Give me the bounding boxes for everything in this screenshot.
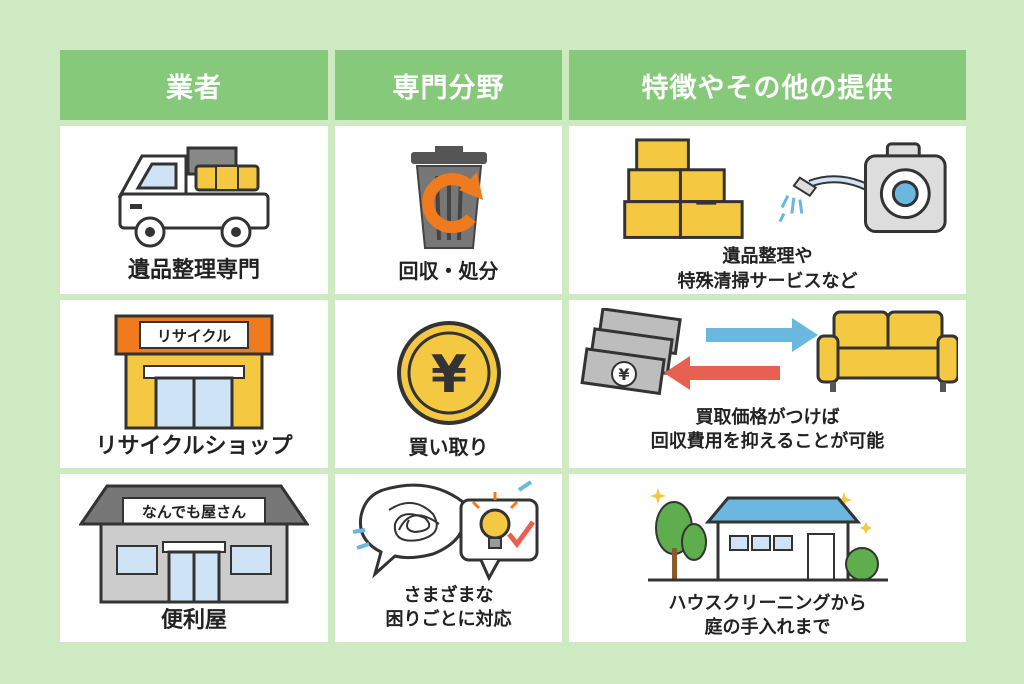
feature-line2: 特殊清掃サービスなど xyxy=(677,270,858,292)
shop-icon: リサイクル xyxy=(114,314,274,430)
svg-text:¥: ¥ xyxy=(618,365,629,384)
cell-vendor-recycle: リサイクル リサイクルショップ xyxy=(60,300,328,468)
header-vendor: 業者 xyxy=(60,50,328,120)
cell-vendor-handyman: なんでも屋さん 便利屋 xyxy=(60,474,328,642)
vendor-label: 遺品整理専門 xyxy=(127,258,260,283)
cell-vendor-estate: 遺品整理専門 xyxy=(60,126,328,294)
feature-line1: 買取価格がつけば xyxy=(695,407,840,428)
shop-sign-text: リサイクル xyxy=(157,327,231,345)
cell-features-estate: 遺品整理や 特殊清掃サービスなど xyxy=(569,126,966,294)
cell-specialty-disposal: 回収・処分 xyxy=(335,126,562,294)
comparison-table: 業者 専門分野 特徴やその他の提供 遺品整理専門 xyxy=(60,50,966,642)
store-sign-text: なんでも屋さん xyxy=(142,503,246,521)
cash-sofa-exchange-icon: ¥ xyxy=(579,308,958,396)
trash-recycle-icon xyxy=(410,146,487,249)
header-specialty: 専門分野 xyxy=(335,50,562,120)
truck-icon xyxy=(117,146,270,248)
vendor-label: リサイクルショップ xyxy=(95,434,293,459)
thought-bubble-lightbulb-icon xyxy=(352,480,538,582)
vendor-label: 便利屋 xyxy=(160,608,227,633)
yen-coin-icon: ¥ xyxy=(396,321,501,425)
store-icon: なんでも屋さん xyxy=(79,484,309,604)
house-garden-icon xyxy=(647,488,888,582)
cell-specialty-various: さまざまな 困りごとに対応 xyxy=(335,474,562,642)
yen-symbol: ¥ xyxy=(430,345,466,405)
boxes-washer-icon xyxy=(622,138,947,239)
specialty-line2: 困りごとに対応 xyxy=(385,609,512,631)
cell-features-recycle: ¥ 買取価格がつけば 回収費用を抑えることが可能 xyxy=(569,300,966,468)
feature-line2: 庭の手入れまで xyxy=(704,617,831,639)
specialty-label: 回収・処分 xyxy=(398,259,499,283)
cell-specialty-buyback: ¥ 買い取り xyxy=(335,300,562,468)
feature-line1: ハウスクリーニングから xyxy=(668,593,867,614)
feature-line1: 遺品整理や xyxy=(722,246,813,268)
feature-line2: 回収費用を抑えることが可能 xyxy=(650,431,885,453)
specialty-line1: さまざまな xyxy=(403,585,494,606)
specialty-label: 買い取り xyxy=(408,435,489,459)
header-features: 特徴やその他の提供 xyxy=(569,50,966,120)
cell-features-handyman: ハウスクリーニングから 庭の手入れまで xyxy=(569,474,966,642)
